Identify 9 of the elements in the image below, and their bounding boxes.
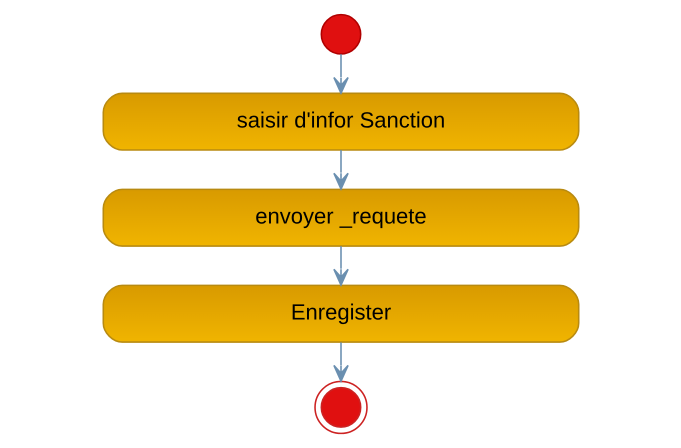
arrow (332, 54, 348, 94)
node-circle (320, 14, 361, 55)
node-box: saisir d'infor Sanction (102, 92, 579, 151)
arrow (332, 150, 348, 190)
node-box: envoyer _requete (102, 188, 579, 247)
node-box: Enregister (102, 284, 579, 343)
arrow (332, 342, 348, 382)
node-circle (314, 380, 368, 434)
arrow (332, 246, 348, 286)
